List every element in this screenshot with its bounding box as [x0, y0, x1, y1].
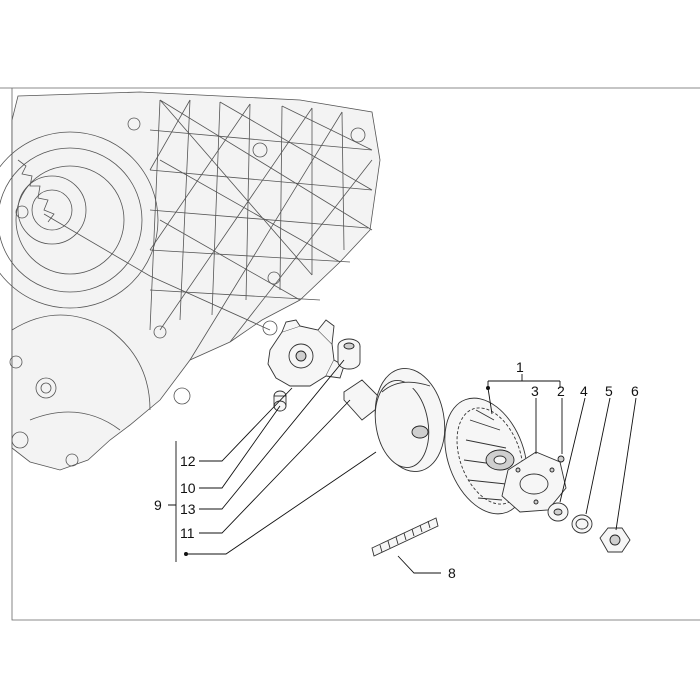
flange-plate-part	[501, 451, 567, 513]
nut-part	[599, 527, 631, 553]
callout-6: 6	[631, 383, 639, 399]
sleeve-part	[343, 379, 381, 421]
engine-casing	[0, 91, 381, 471]
spacer-part	[571, 514, 593, 534]
callout-8: 8	[448, 565, 456, 581]
callout-labels: 1 3 2 4 5 6 8 9 12 10 13 11	[154, 359, 639, 581]
callout-13: 13	[180, 501, 196, 517]
washer-part	[547, 502, 569, 522]
drive-plate-part	[267, 319, 345, 387]
callout-5: 5	[605, 383, 613, 399]
bushing-part	[337, 338, 361, 370]
callout-4: 4	[580, 383, 588, 399]
callout-12: 12	[180, 453, 196, 469]
callout-2: 2	[557, 383, 565, 399]
callout-3: 3	[531, 383, 539, 399]
callout-1: 1	[516, 359, 524, 375]
leader-lines	[168, 359, 637, 574]
callout-10: 10	[180, 480, 196, 496]
callout-11: 11	[180, 525, 195, 541]
belt-strip-part	[371, 517, 439, 557]
pulley-half-part	[374, 368, 446, 472]
callout-9: 9	[154, 497, 162, 513]
pin-part	[557, 455, 565, 463]
